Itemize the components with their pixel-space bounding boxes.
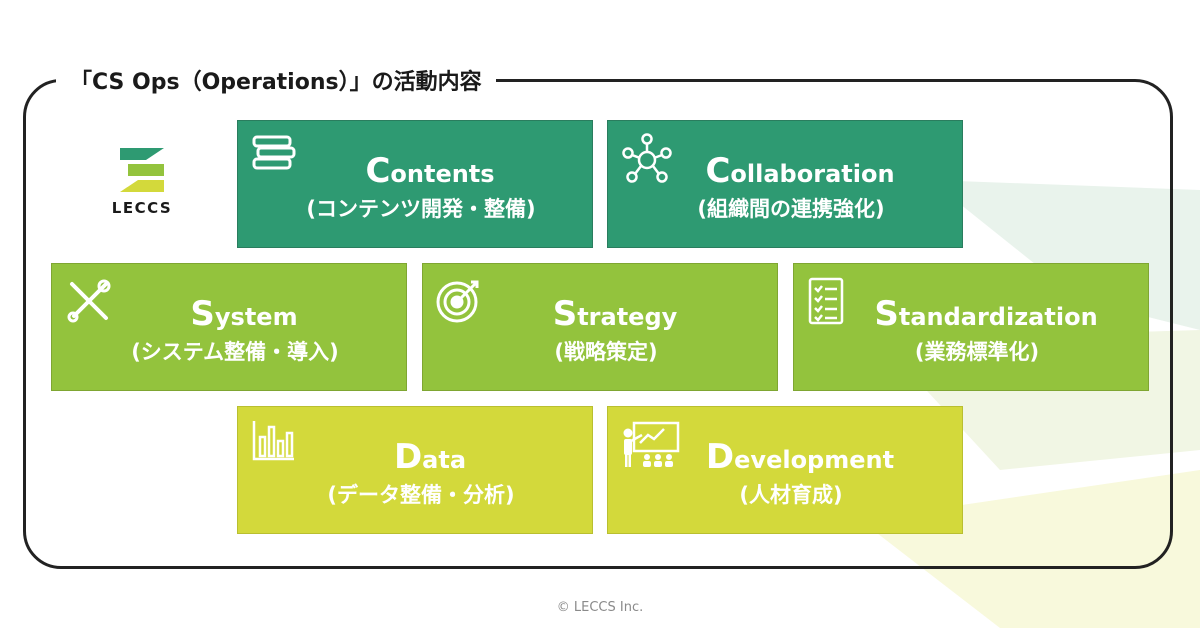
tile-data: Data (データ整備・分析) <box>237 406 593 534</box>
tile-initial: C <box>705 151 731 191</box>
target-icon <box>435 276 485 326</box>
tile-system: System (システム整備・導入) <box>51 263 407 391</box>
tile-description: (組織間の連携強化) <box>697 197 885 221</box>
copyright: © LECCS Inc. <box>556 600 644 615</box>
presentation-icon <box>620 419 682 471</box>
tile-initial: D <box>393 437 423 477</box>
books-icon <box>250 133 298 173</box>
tile-rest: ata <box>422 446 467 474</box>
tile-name: Data <box>238 437 592 477</box>
leccs-logo: LECCS <box>104 148 180 220</box>
tile-rest: tandardization <box>898 303 1098 331</box>
tile-initial: D <box>705 437 735 477</box>
tile-initial: S <box>874 294 899 334</box>
tile-name: System <box>52 294 406 334</box>
network-icon <box>620 133 674 187</box>
tile-rest: ontents <box>390 160 495 188</box>
tile-description: (システム整備・導入) <box>131 340 339 364</box>
tile-name: Strategy <box>423 294 777 334</box>
tile-description: (コンテンツ開発・整備) <box>306 197 536 221</box>
tile-initial: S <box>190 294 215 334</box>
tile-name: Contents <box>238 151 592 191</box>
tile-description: (データ整備・分析) <box>327 483 515 507</box>
page-title: 「CS Ops（Operations）」の活動内容 <box>70 70 482 95</box>
tile-rest: ystem <box>214 303 298 331</box>
leccs-logo-mark <box>120 148 164 192</box>
tile-initial: S <box>552 294 578 334</box>
tile-description: (業務標準化) <box>914 340 1040 364</box>
tile-rest: trategy <box>577 303 678 331</box>
tile-description: (戦略策定) <box>554 340 658 364</box>
tile-rest: evelopment <box>734 446 895 474</box>
tools-icon <box>64 276 114 326</box>
tile-name: Collaboration <box>608 151 962 191</box>
tile-initial: C <box>365 151 391 191</box>
tile-development: Development (人材育成) <box>607 406 963 534</box>
tile-name: Development <box>608 437 962 477</box>
bar-chart-icon <box>250 419 296 463</box>
tile-standardization: Standardization (業務標準化) <box>793 263 1149 391</box>
content-frame <box>23 79 1173 569</box>
tile-strategy: Strategy (戦略策定) <box>422 263 778 391</box>
tile-name: Standardization <box>794 294 1148 334</box>
tile-description: (人材育成) <box>739 483 843 507</box>
tile-contents: Contents (コンテンツ開発・整備) <box>237 120 593 248</box>
tile-collaboration: Collaboration (組織間の連携強化) <box>607 120 963 248</box>
logo-text: LECCS <box>111 199 173 217</box>
checklist-icon <box>806 276 846 326</box>
title-bar: 「CS Ops（Operations）」の活動内容 <box>56 62 496 98</box>
tile-rest: ollaboration <box>730 160 895 188</box>
